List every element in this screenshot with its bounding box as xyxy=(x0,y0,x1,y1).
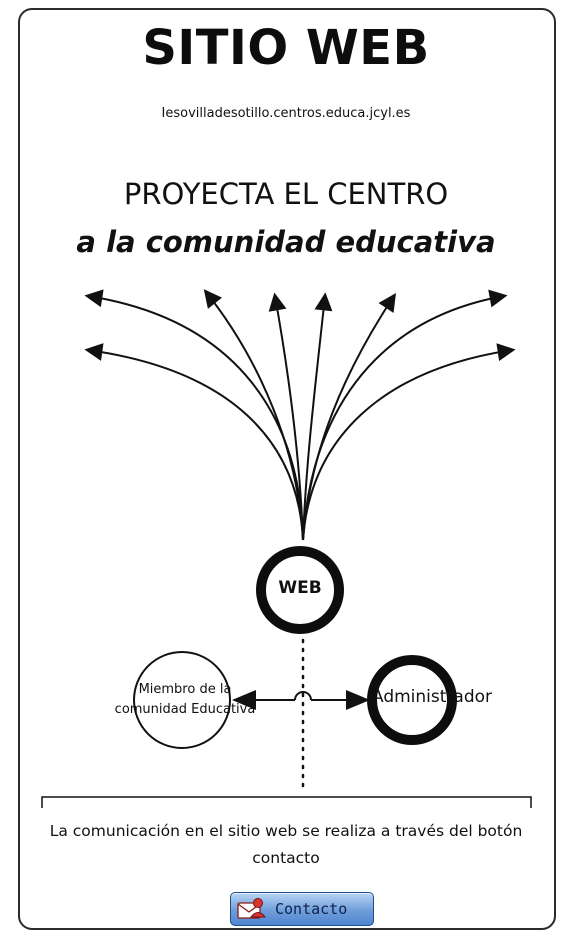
contact-button[interactable]: Contacto xyxy=(230,892,374,926)
web-node xyxy=(256,546,344,634)
member-node xyxy=(133,651,231,749)
contact-button-label: Contacto xyxy=(275,900,348,918)
arrowhead-left xyxy=(232,690,256,710)
arrow-up-right xyxy=(302,292,396,541)
radiating-arrows xyxy=(84,289,516,541)
arrow-right xyxy=(302,343,516,541)
page-title: SITIO WEB xyxy=(142,20,430,76)
subheadline: a la comunidad educativa xyxy=(76,225,496,259)
headline: PROYECTA EL CENTRO xyxy=(123,177,449,211)
arrow-up-center-left xyxy=(268,292,304,541)
arrow-upper-left xyxy=(84,289,304,541)
member-node-label: Miembro de la comunidad Educativa xyxy=(114,682,256,717)
arrow-upper-right xyxy=(302,289,508,541)
web-node-label: WEB xyxy=(278,578,322,598)
arrow-up-left xyxy=(203,289,304,541)
site-url: Iesovilladesotillo.centros.educa.jcyl.es xyxy=(161,106,411,121)
envelope-person-icon xyxy=(237,898,267,919)
arrowhead-right xyxy=(346,690,370,710)
admin-node-label: Administrador xyxy=(372,687,493,707)
footer-bracket xyxy=(41,796,532,808)
footer-text: La comunicación en el sitio web se reali… xyxy=(49,822,523,867)
admin-node xyxy=(367,655,457,745)
arrow-left xyxy=(84,343,304,541)
arrow-up-center-right xyxy=(302,292,333,541)
